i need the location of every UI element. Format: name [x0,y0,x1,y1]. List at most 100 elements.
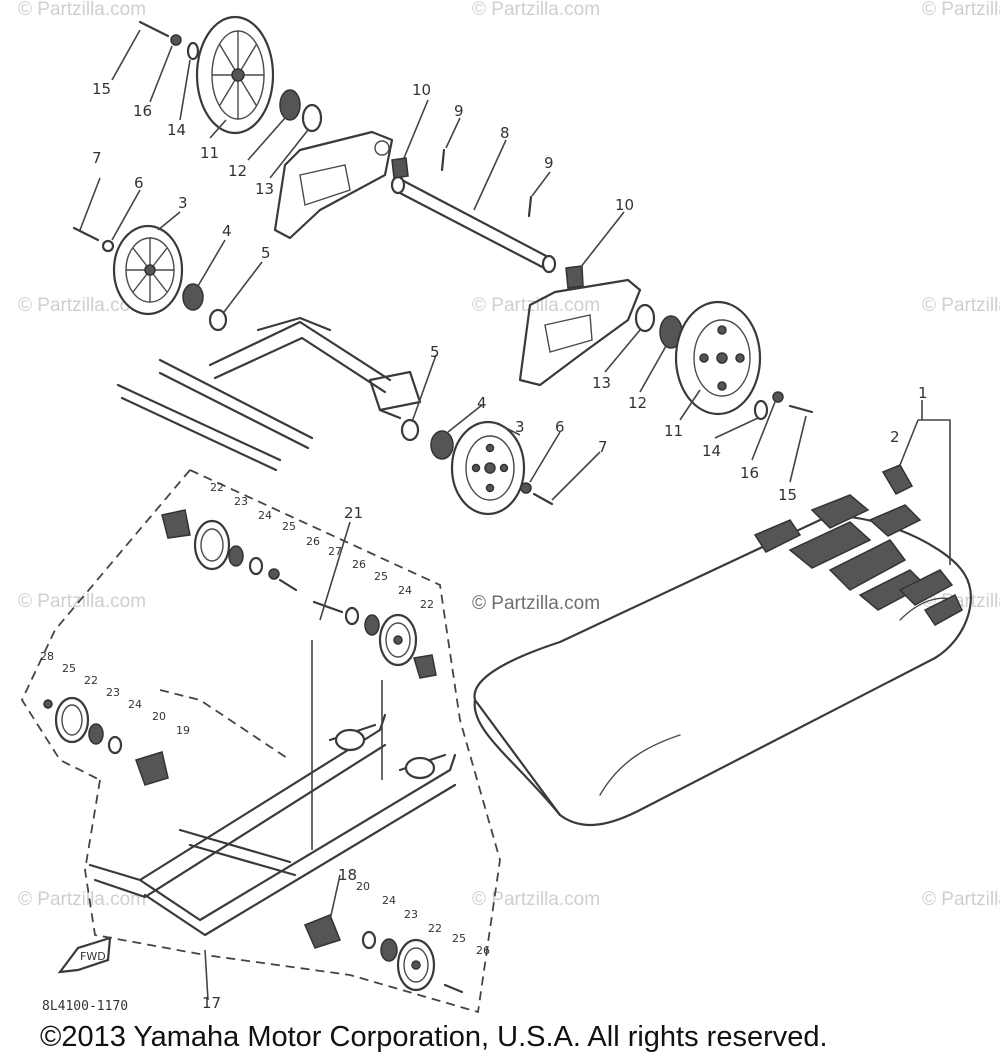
callout-8: 8 [500,124,510,142]
slide-rail-assembly [20,469,501,1014]
callout-7-lower: 7 [598,438,608,456]
washer-16-right [772,391,784,403]
bracket-upper [273,130,394,240]
idler-wheel-mid [378,613,418,667]
callout-1: 1 [918,384,928,402]
callout-14-upper: 14 [167,121,186,139]
watermark: © Partzilla.com [472,889,600,910]
callout-small: 22 [428,922,442,935]
rear-right-assembly [518,278,814,421]
washer-14 [186,41,200,61]
callout-small: 26 [476,944,490,957]
callout-10-upper: 10 [412,81,431,99]
callout-5-upper: 5 [261,244,271,262]
washer-6-upper [101,239,115,253]
bolt-7-lower [532,492,554,506]
watermark: © Partzilla.com [472,0,600,20]
callout-small: 28 [40,650,54,663]
callout-small: 22 [210,481,224,494]
callout-small: 25 [374,570,388,583]
callout-small: 20 [356,880,370,893]
callout-15-lower: 15 [778,486,797,504]
diagram-code: 8L4100-1170 [42,999,128,1014]
seal-5-upper [208,308,228,332]
callouts: 15 16 14 11 12 13 7 6 3 4 5 10 9 8 9 10 … [92,80,928,1012]
seal-13 [301,103,323,133]
seal-5-lower [400,418,420,442]
callout-small: 25 [452,932,466,945]
leader-lines [79,29,951,1001]
watermark: © Partzilla.com [922,0,1000,20]
callout-small: 25 [282,520,296,533]
watermark: © Partzilla.com [472,295,600,316]
pin-9-right [527,195,533,218]
callout-small: 26 [352,558,366,571]
watermark-center: © Partzilla.com [472,593,600,614]
callout-4-lower: 4 [477,394,487,412]
bearing-4-lower [430,430,454,460]
callout-7-upper: 7 [92,149,102,167]
block-lower [304,914,341,949]
slide-rail-callouts: 22 23 24 25 26 27 26 25 24 22 28 25 22 2… [40,481,490,957]
rear-upper-assembly [72,15,394,332]
callout-13-upper: 13 [255,180,274,198]
bolt-15-right [788,404,814,414]
callout-11-lower: 11 [664,422,683,440]
callout-3-lower: 3 [515,418,525,436]
callout-small: 20 [152,710,166,723]
callout-9-lower: 9 [544,154,554,172]
callout-small: 19 [176,724,190,737]
callout-small: 24 [258,509,272,522]
callout-3-upper: 3 [178,194,188,212]
watermark: © Partzilla.com [922,889,1000,910]
rear-arm-frame [116,316,422,472]
axle-8 [390,148,584,289]
callout-small: 23 [404,908,418,921]
callout-2: 2 [890,428,900,446]
clip-2 [881,464,914,495]
callout-small: 24 [398,584,412,597]
wheel-11-lower [674,300,762,416]
fwd-label: FWD [80,950,106,963]
watermark: © Partzilla.com [18,889,146,910]
callout-small: 23 [234,495,248,508]
idler-wheel-lower [396,938,436,992]
collar-10-left [391,157,409,179]
wheel-3-lower [450,420,526,516]
callout-21: 21 [344,504,363,522]
callout-16-lower: 16 [740,464,759,482]
callout-small: 22 [84,674,98,687]
callout-17: 17 [202,994,221,1012]
idler-wheel-upper [193,519,231,571]
washer-14-right [753,399,769,421]
callout-13-lower: 13 [592,374,611,392]
wheel-3-upper [112,224,184,316]
callout-small: 24 [128,698,142,711]
copyright: ©2013 Yamaha Motor Corporation, U.S.A. A… [40,1021,828,1053]
bracket-right [518,278,642,387]
seal-13-right [634,303,656,333]
callout-10-lower: 10 [615,196,634,214]
callout-small: 24 [382,894,396,907]
callout-small: 26 [306,535,320,548]
bolt-7-upper [72,226,100,242]
collar-10-right [565,265,584,289]
callout-6-upper: 6 [134,174,144,192]
watermark: © Partzilla.com [18,295,146,316]
washer-6-lower [520,482,532,494]
bolt-15 [138,20,170,38]
rear-lower-wheel-parts [400,418,554,516]
bearing-12 [279,89,301,121]
track-1 [473,464,972,827]
watermark: © Partzilla.com [18,0,146,20]
callout-11-upper: 11 [200,144,219,162]
callout-15-upper: 15 [92,80,111,98]
block-upper [161,509,191,539]
callout-small: 27 [328,545,342,558]
idler-wheel-left [54,696,90,744]
callout-small: 22 [420,598,434,611]
callout-12-upper: 12 [228,162,247,180]
callout-9-upper: 9 [454,102,464,120]
pin-9-left [440,148,446,172]
